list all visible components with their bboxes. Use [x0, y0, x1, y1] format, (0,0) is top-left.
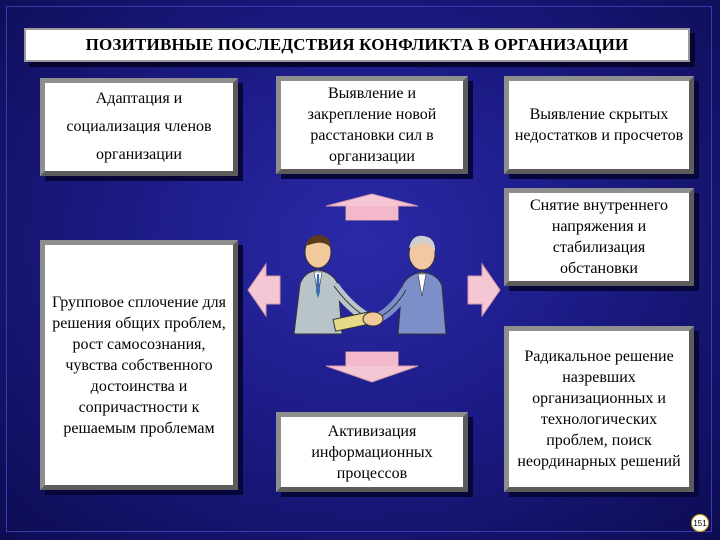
- box-adaptation: Адаптация и социализация членов организа…: [40, 78, 238, 176]
- box-tension-relief: Снятие внутреннего напряжения и стабилиз…: [504, 188, 694, 286]
- box-rearrangement: Выявление и закрепление новой расстановк…: [276, 76, 468, 174]
- arrow-right: [467, 262, 501, 318]
- box-radical-solution-text: Радикальное решение назревших организаци…: [517, 348, 681, 470]
- box-group-cohesion: Групповое сплочение для решения общих пр…: [40, 240, 238, 490]
- box-radical-solution: Радикальное решение назревших организаци…: [504, 326, 694, 492]
- box-information: Активизация информационных процессов: [276, 412, 468, 492]
- slide-title: ПОЗИТИВНЫЕ ПОСЛЕДСТВИЯ КОНФЛИКТА В ОРГАН…: [24, 28, 690, 62]
- arrow-down: [326, 351, 418, 383]
- box-hidden-flaws: Выявление скрытых недостатков и просчето…: [504, 76, 694, 174]
- arrow-up: [326, 193, 418, 221]
- box-tension-relief-text: Снятие внутреннего напряжения и стабилиз…: [529, 197, 669, 277]
- handshake-illustration: [293, 235, 447, 335]
- box-adaptation-text: Адаптация и социализация членов организа…: [66, 90, 212, 163]
- slide-frame: [6, 6, 712, 532]
- box-information-text: Активизация информационных процессов: [311, 422, 433, 482]
- box-rearrangement-text: Выявление и закрепление новой расстановк…: [307, 85, 437, 165]
- box-group-cohesion-text: Групповое сплочение для решения общих пр…: [52, 293, 226, 437]
- arrow-left: [247, 262, 281, 318]
- left-man-icon: [293, 235, 371, 335]
- box-hidden-flaws-text: Выявление скрытых недостатков и просчето…: [514, 106, 684, 144]
- page-number-badge: 151: [691, 514, 709, 532]
- right-man-icon: [375, 235, 447, 335]
